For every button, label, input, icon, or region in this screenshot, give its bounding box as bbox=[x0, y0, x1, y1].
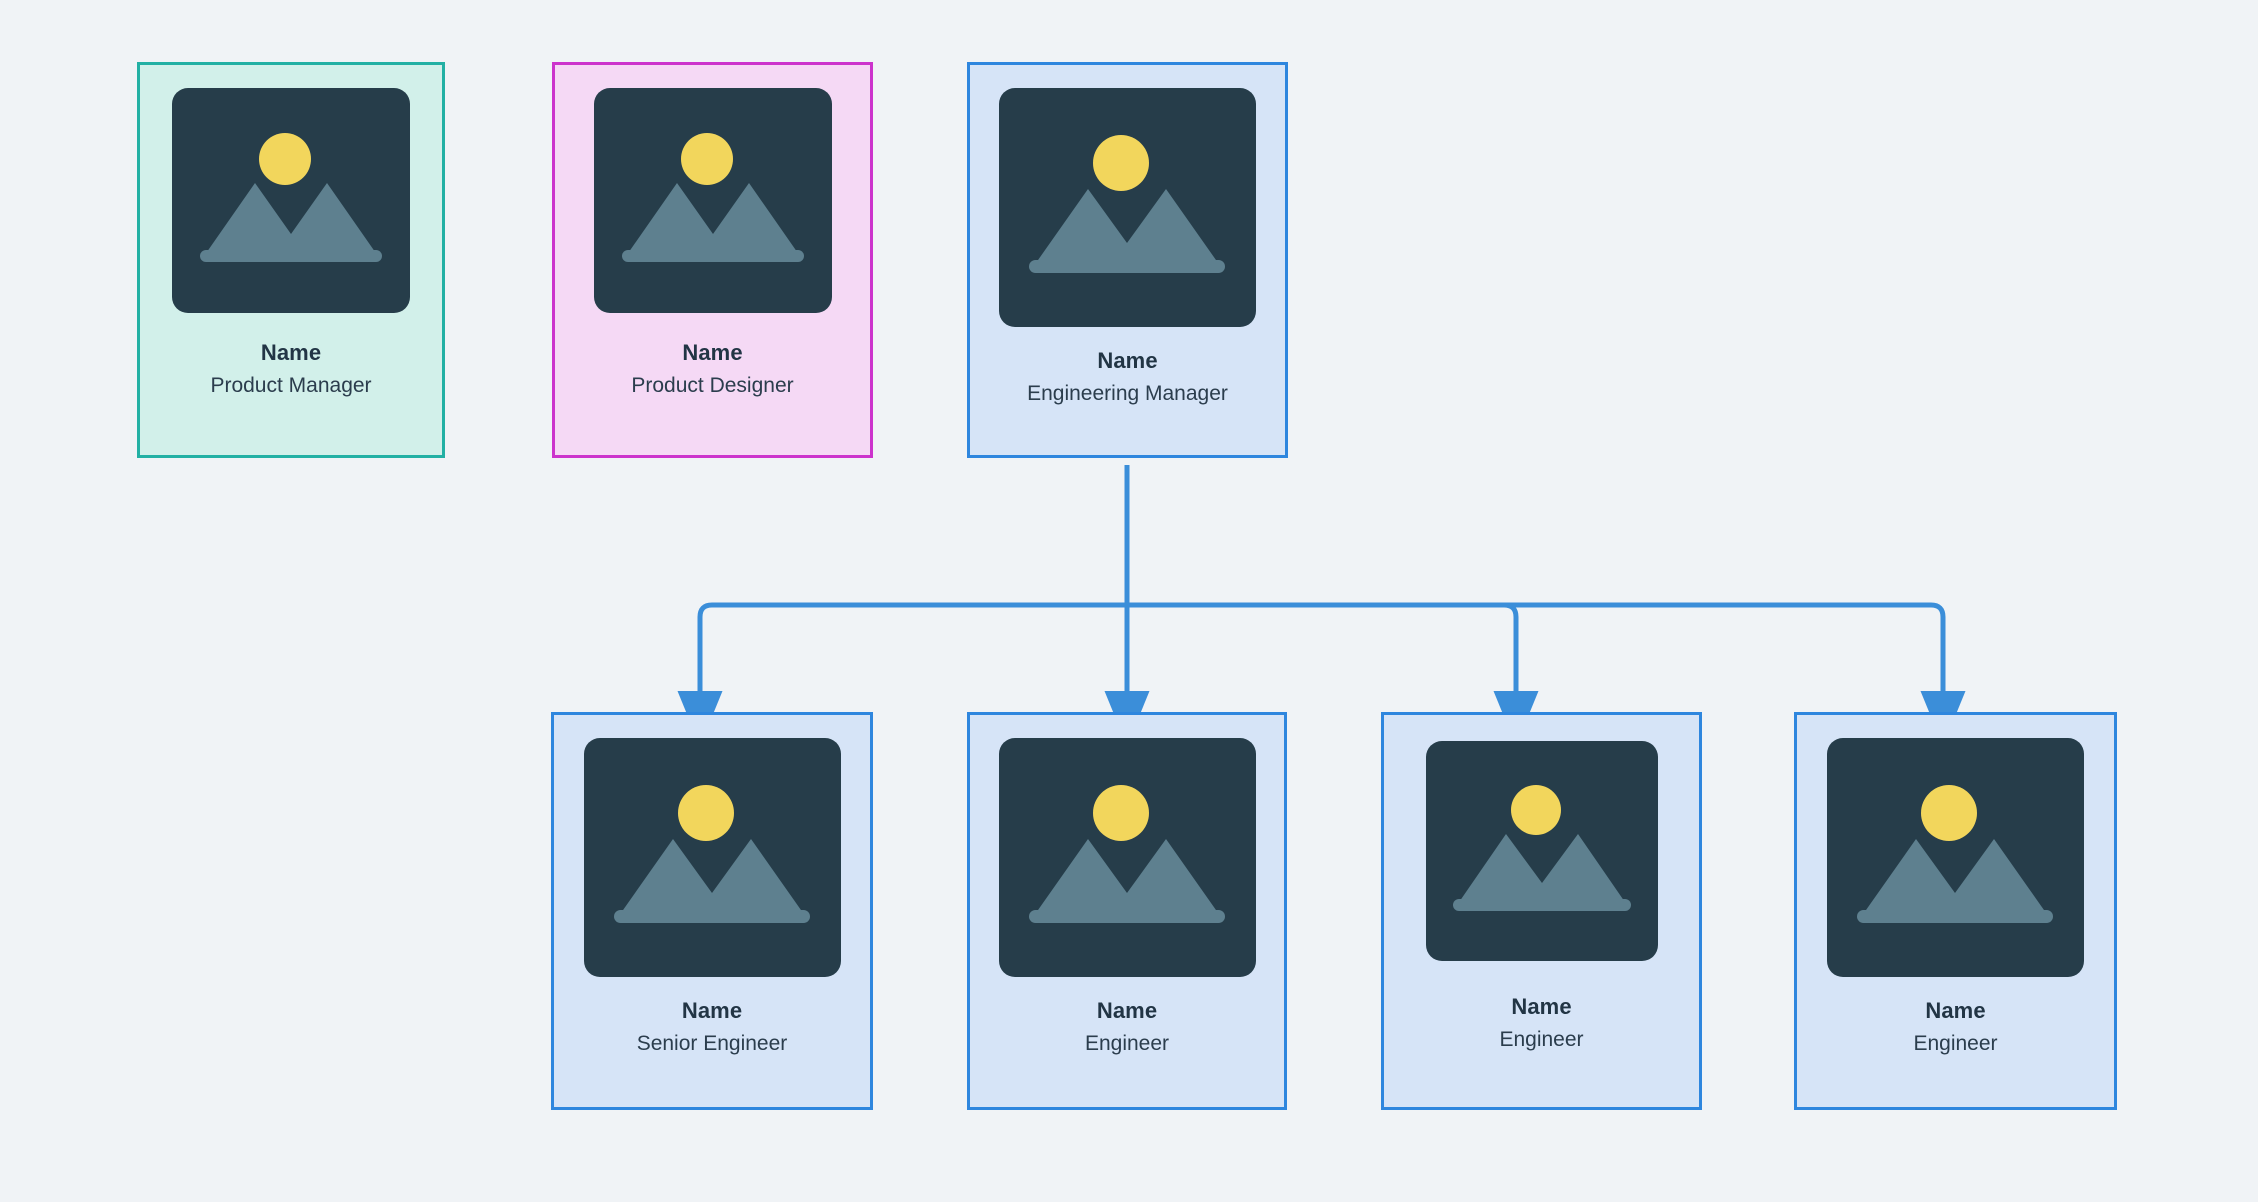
connector-to-child-3 bbox=[1127, 602, 1539, 746]
image-placeholder-icon bbox=[583, 738, 841, 977]
card-name: Name bbox=[1096, 998, 1158, 1023]
card-name: Name bbox=[1925, 998, 1986, 1023]
card-role: Engineer bbox=[1084, 1032, 1170, 1056]
connector-to-child-4 bbox=[1127, 602, 1966, 746]
org-card-senior-engineer[interactable]: Name Senior Engineer bbox=[551, 712, 873, 1110]
card-role: Product Manager bbox=[210, 374, 372, 398]
org-card-product-manager[interactable]: Name Product Manager bbox=[137, 62, 445, 458]
image-placeholder-icon bbox=[998, 738, 1256, 977]
card-name: Name bbox=[1511, 994, 1572, 1019]
card-role: Senior Engineer bbox=[636, 1032, 788, 1056]
card-role: Engineer bbox=[1499, 1028, 1584, 1052]
card-name: Name bbox=[1097, 348, 1158, 373]
card-role: Engineer bbox=[1913, 1032, 1998, 1056]
org-card-product-designer[interactable]: Name Product Designer bbox=[552, 62, 873, 458]
connector-to-child-1 bbox=[677, 602, 1127, 746]
image-placeholder-icon bbox=[999, 88, 1256, 327]
image-placeholder-icon bbox=[1425, 741, 1658, 961]
org-card-engineering-manager[interactable]: Name Engineering Manager bbox=[967, 62, 1288, 458]
org-card-engineer-3[interactable]: Name Engineer bbox=[1794, 712, 2117, 1110]
card-role: Product Designer bbox=[631, 374, 794, 398]
image-placeholder-icon bbox=[172, 88, 410, 313]
image-placeholder-icon bbox=[1827, 738, 2084, 977]
card-name: Name bbox=[682, 340, 743, 365]
org-card-engineer-1[interactable]: Name Engineer bbox=[967, 712, 1287, 1110]
card-name: Name bbox=[260, 340, 322, 365]
card-name: Name bbox=[681, 998, 743, 1023]
image-placeholder-icon bbox=[593, 88, 832, 313]
card-role: Engineering Manager bbox=[1027, 382, 1228, 406]
org-card-engineer-2[interactable]: Name Engineer bbox=[1381, 712, 1702, 1110]
